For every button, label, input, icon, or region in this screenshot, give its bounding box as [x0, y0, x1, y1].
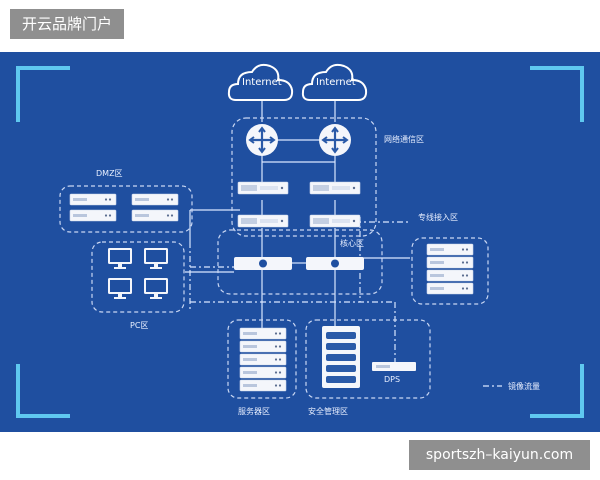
dmz-servers	[69, 193, 179, 222]
links	[185, 100, 410, 332]
dmz-zone-label: DMZ区	[96, 169, 123, 178]
server-zone-label: 服务器区	[238, 407, 270, 416]
brand-label: 开云品牌门户	[10, 9, 124, 39]
cloud-label-1: Internet	[242, 77, 282, 88]
legend-mirror-traffic: 镜像流量	[508, 382, 540, 391]
pc-monitors	[108, 248, 168, 299]
network-zone-label: 网络通信区	[384, 135, 424, 144]
watermark-label: sportszh–kaiyun.com	[409, 440, 590, 470]
security-zone-label: 安全管理区	[308, 407, 348, 416]
zone-boxes	[59, 117, 489, 399]
network-topology	[16, 63, 584, 418]
cloud-label-2: Internet	[316, 77, 356, 88]
dps-device	[372, 362, 416, 371]
network-zone-servers	[237, 181, 361, 228]
security-rack	[322, 326, 360, 388]
dedicated-zone-label: 专线接入区	[418, 213, 458, 222]
core-zone-label: 核心区	[340, 239, 364, 248]
dps-label: DPS	[384, 375, 401, 384]
corner-brackets	[16, 66, 584, 418]
network-diagram: Internet Internet 网络通信区 DMZ区 专线接入区 核心区 P…	[0, 52, 600, 432]
pc-zone-label: PC区	[130, 321, 149, 330]
core-switches	[234, 257, 364, 270]
server-rack	[239, 327, 287, 392]
dedicated-servers	[426, 243, 474, 295]
